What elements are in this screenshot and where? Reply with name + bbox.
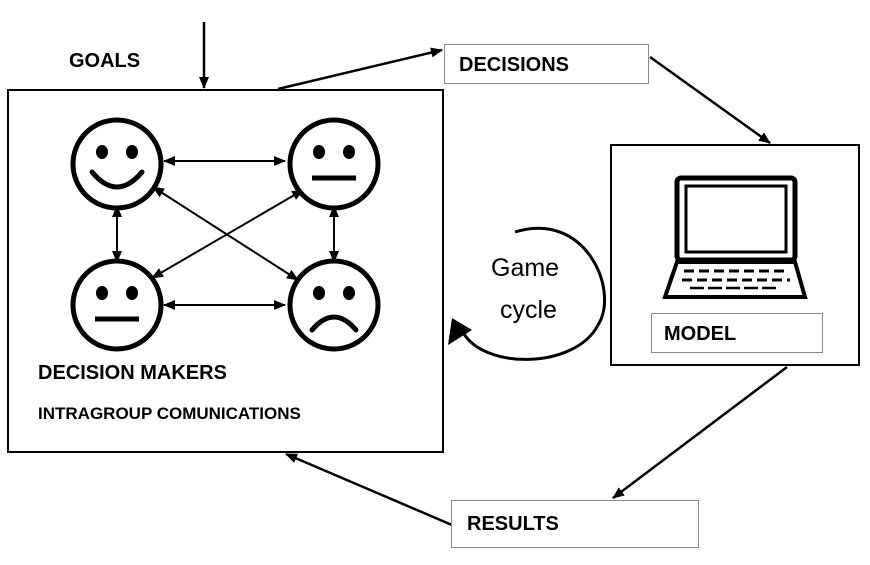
goals-label: GOALS [69,50,141,72]
arrow-results-to-makers [285,452,453,527]
laptop-computer-icon [662,175,808,299]
arrow-decisions-to-model [649,55,771,145]
results-label: RESULTS [467,513,559,535]
model-label: MODEL [664,323,737,345]
arrow-model-to-results [612,366,788,499]
decisions-box: DECISIONS [444,44,649,84]
decision-makers-box [7,89,444,453]
sad-face-icon [287,258,381,352]
neutral-face-icon [287,117,381,211]
game-cycle-arrow [460,226,607,361]
arrow-to-decisions [277,47,443,91]
decisions-label: DECISIONS [459,54,570,76]
decision-makers-label: DECISION MAKERS [38,362,227,384]
model-label-box: MODEL [651,313,823,353]
game-cycle-arrowhead [448,318,472,345]
happy-face-icon [70,117,164,211]
game-cycle-label-line1: Game [491,254,560,282]
comm-arrow-diag-2 [151,189,304,279]
game-cycle-label-line2: cycle [500,296,557,324]
intragroup-communications-label: INTRAGROUP COMUNICATIONS [38,404,301,423]
neutral-face-icon [70,258,164,352]
results-box: RESULTS [451,500,699,548]
